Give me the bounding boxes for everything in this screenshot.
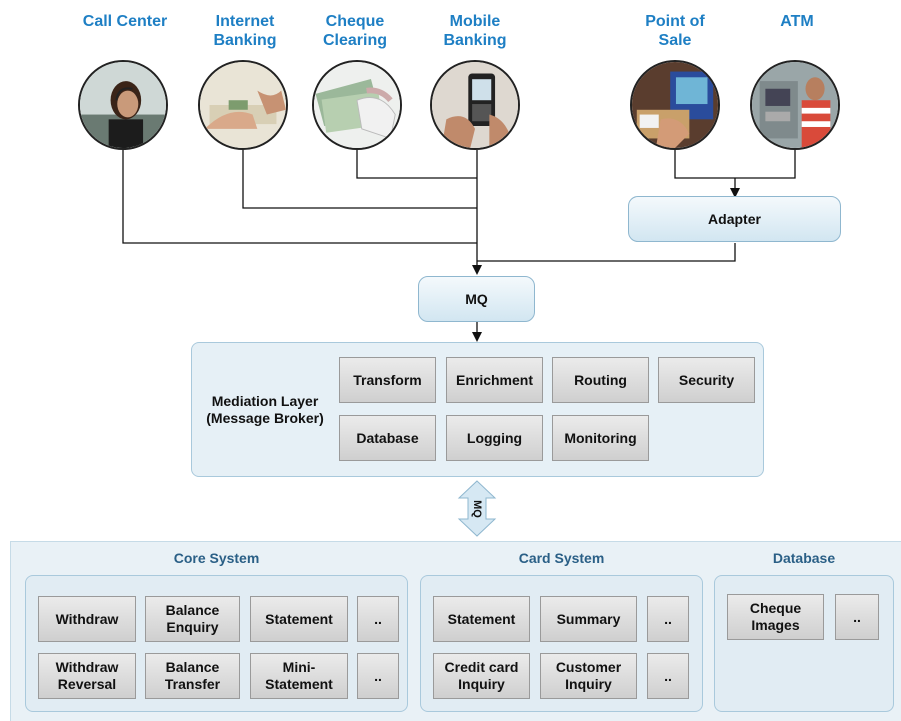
card-credit-card-inquiry: Credit card Inquiry [433,653,530,699]
mediation-routing: Routing [552,357,649,403]
core-statement: Statement [250,596,348,642]
card-statement: Statement [433,596,530,642]
channel-label-mobile-banking: Mobile Banking [443,13,507,49]
core-balance-enquiry: Balance Enquiry [145,596,240,642]
internet-banking-photo-icon [198,60,288,150]
core-balance-transfer: Balance Transfer [145,653,240,699]
core-more-2: .. [357,653,399,699]
mobile-banking-photo-icon [430,60,520,150]
adapter-box: Adapter [628,196,841,242]
core-more-1: .. [357,596,399,642]
core-mini-statement: Mini- Statement [250,653,348,699]
mq-arrow-label: MQ [471,500,483,518]
channel-label-atm: ATM [780,13,814,30]
channel-label-call-center: Call Center [82,13,168,30]
database-cheque-images: Cheque Images [727,594,824,640]
mq-box: MQ [418,276,535,322]
mediation-security: Security [658,357,755,403]
card-more-2: .. [647,653,689,699]
channel-label-cheque-clearing: Cheque Clearing [322,13,387,49]
mediation-database: Database [339,415,436,461]
channel-label-internet-banking: Internet Banking [213,13,277,49]
card-summary: Summary [540,596,637,642]
cheque-clearing-photo-icon [312,60,402,150]
database-more: .. [835,594,879,640]
core-withdraw: Withdraw [38,596,136,642]
core-system-title: Core System [173,550,260,566]
call-center-photo-icon [78,60,168,150]
point-of-sale-photo-icon [630,60,720,150]
mediation-logging: Logging [446,415,543,461]
mq-double-arrow-icon [457,480,497,537]
mediation-monitoring: Monitoring [552,415,649,461]
card-system-title: Card System [518,550,605,566]
mediation-enrichment: Enrichment [446,357,543,403]
database-title: Database [772,550,836,566]
mediation-layer-label: Mediation Layer (Message Broker) [206,393,324,426]
core-withdraw-reversal: Withdraw Reversal [38,653,136,699]
card-more-1: .. [647,596,689,642]
card-customer-inquiry: Customer Inquiry [540,653,637,699]
channel-label-point-of-sale: Point of Sale [645,13,705,49]
mediation-transform: Transform [339,357,436,403]
